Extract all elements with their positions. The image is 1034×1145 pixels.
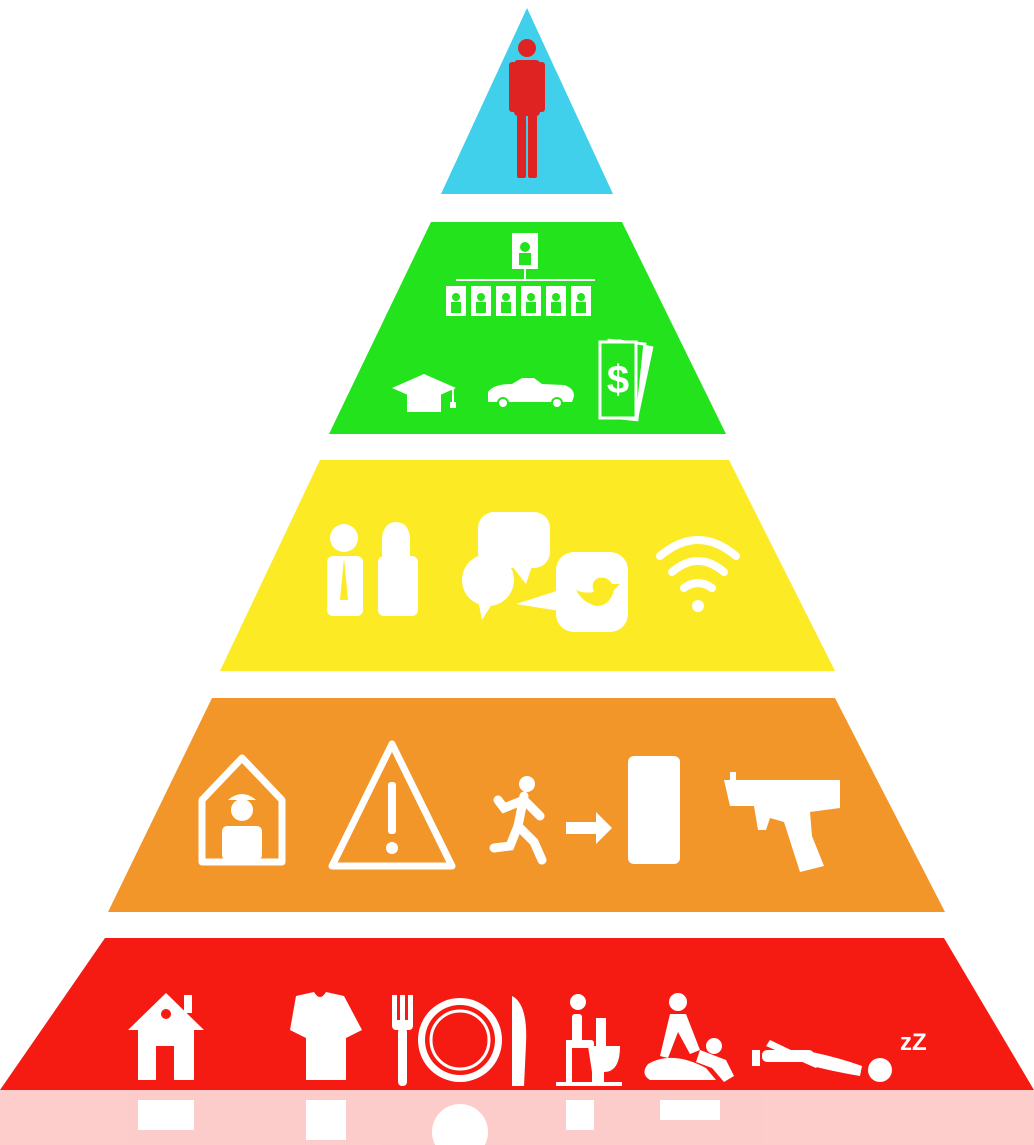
sleep-zz-text: zZ	[900, 1029, 927, 1056]
dollar-sign: $	[607, 358, 629, 402]
tier-self-actualization	[441, 8, 613, 194]
base-reflection	[0, 1090, 1034, 1145]
plate-icon	[418, 998, 502, 1082]
employee-card-icon	[496, 286, 516, 316]
reflection-intimacy	[660, 1100, 720, 1120]
couple-icon	[327, 522, 418, 616]
speech-bubbles-icon	[462, 512, 566, 620]
org-chart-icon	[446, 233, 595, 316]
warning-icon	[328, 740, 456, 870]
wifi-icon	[656, 536, 740, 612]
pistol-icon	[724, 772, 840, 872]
exit-door-icon	[628, 756, 680, 864]
fork-icon	[392, 995, 413, 1086]
tier-safety	[108, 698, 945, 912]
t-shirt-icon	[290, 992, 362, 1080]
reflection-shirt	[306, 1100, 346, 1140]
graduation-cap-icon	[392, 374, 456, 412]
employee-card-icon	[571, 286, 591, 316]
person-icon	[509, 39, 545, 178]
reflection-plate	[432, 1104, 488, 1145]
toilet-icon	[556, 994, 622, 1086]
twitter-bird-icon	[556, 552, 628, 632]
intimacy-icon	[644, 993, 734, 1082]
employee-card-icon	[446, 286, 466, 316]
tier-love-belonging	[220, 460, 835, 671]
reflection-shape	[0, 1090, 1034, 1145]
running-to-exit-icon	[489, 776, 612, 865]
employee-card-icon	[546, 286, 566, 316]
money-icon: $	[598, 338, 654, 422]
sleeping-icon: zZ	[752, 1029, 927, 1082]
employee-card-icon	[471, 286, 491, 316]
knife-icon	[512, 996, 527, 1086]
guard-house-icon	[198, 754, 286, 866]
house-icon	[128, 993, 204, 1080]
tier-esteem: $	[329, 222, 726, 434]
convertible-car-icon	[488, 378, 574, 409]
tier-physiological: zZ	[0, 938, 1034, 1090]
reflection-house	[138, 1100, 194, 1130]
reflection-toilet	[566, 1100, 594, 1130]
employee-card-icon	[521, 286, 541, 316]
